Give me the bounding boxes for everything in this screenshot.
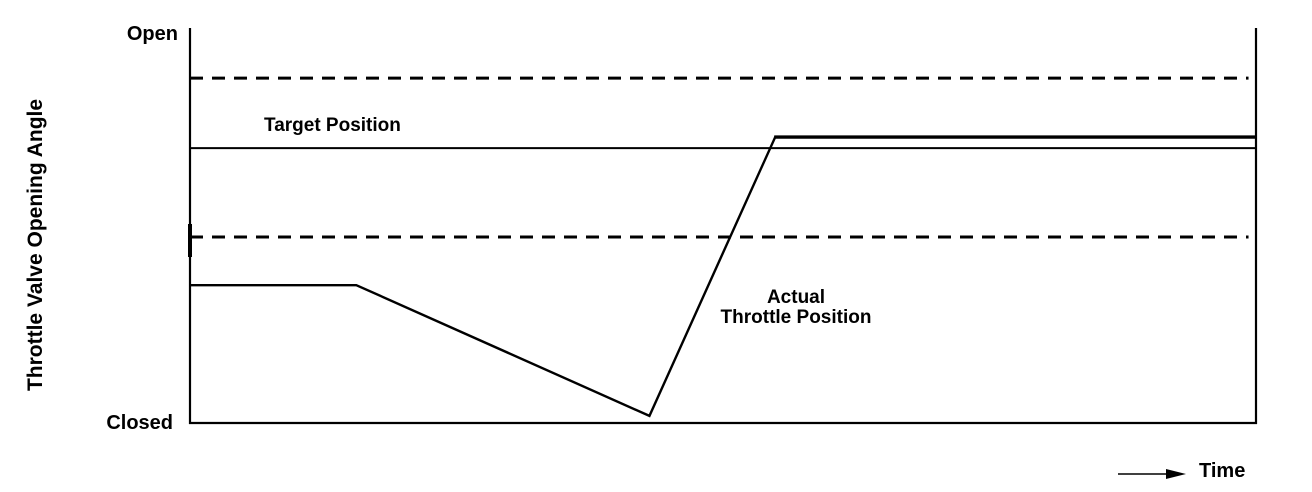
x-axis-title: Time	[1199, 460, 1246, 482]
actual-throttle-annotation: Actual Throttle Position	[700, 288, 892, 328]
actual-throttle-line	[190, 135, 1256, 418]
time-arrow-icon	[1118, 469, 1186, 479]
actual-annotation-line1: Actual	[766, 287, 826, 308]
target-position-annotation: Target Position	[264, 115, 401, 136]
y-axis-bottom-label: Closed	[106, 412, 173, 434]
y-axis-title-text: Throttle Valve Opening Angle	[24, 98, 47, 392]
y-axis-tick	[188, 224, 192, 257]
y-axis-top-label: Open	[126, 23, 178, 45]
actual-annotation-line2: Throttle Position	[720, 307, 872, 328]
